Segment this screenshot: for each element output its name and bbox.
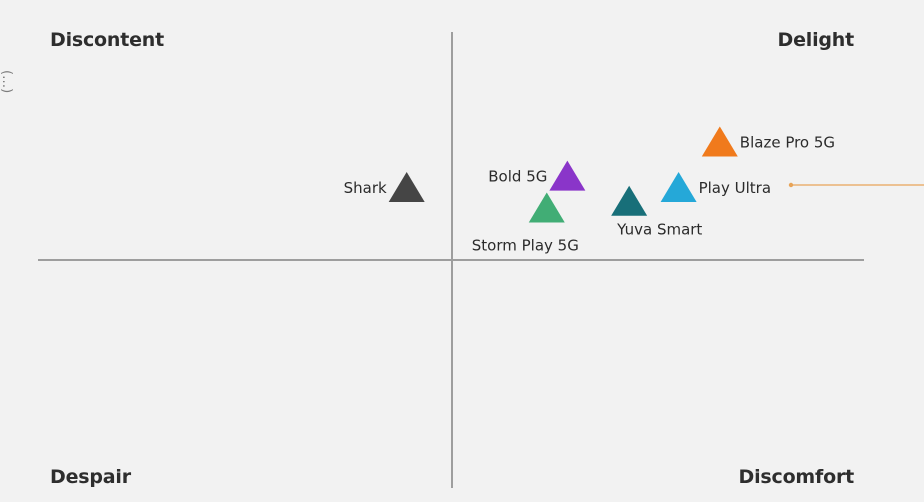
point-label-shark: Shark bbox=[344, 179, 387, 197]
quadrant-label-despair: Despair bbox=[50, 466, 131, 488]
callout-dot bbox=[788, 182, 794, 188]
quadrant-label-discontent: Discontent bbox=[50, 29, 165, 51]
quadrant-label-discomfort: Discomfort bbox=[738, 466, 855, 488]
point-label-bold-5g: Bold 5G bbox=[488, 168, 547, 186]
point-marker-storm-play-5g bbox=[528, 192, 565, 223]
point-label-play-ultra: Play Ultra bbox=[699, 179, 771, 197]
point-marker-yuva-smart bbox=[611, 185, 648, 216]
point-marker-shark bbox=[388, 172, 425, 203]
point-label-storm-play-5g: Storm Play 5G bbox=[472, 237, 579, 255]
point-label-blaze-pro-5g: Blaze Pro 5G bbox=[740, 133, 835, 151]
point-marker-play-ultra bbox=[660, 172, 697, 203]
point-label-yuva-smart: Yuva Smart bbox=[616, 221, 702, 239]
point-marker-bold-5g bbox=[549, 160, 586, 191]
quadrant-label-delight: Delight bbox=[777, 29, 855, 51]
y-axis-label: (…) bbox=[0, 70, 14, 94]
point-marker-blaze-pro-5g bbox=[701, 126, 738, 157]
